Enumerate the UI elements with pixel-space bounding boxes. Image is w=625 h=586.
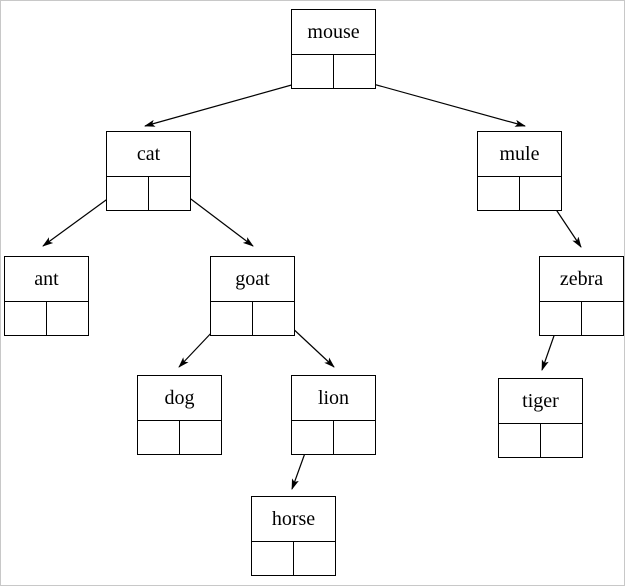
node-label-goat: goat (211, 257, 294, 302)
left-pointer-cell-zebra[interactable] (540, 302, 582, 335)
node-pointers-mouse (292, 55, 375, 88)
node-label-mule: mule (478, 132, 561, 177)
tree-node-tiger[interactable]: tiger (498, 378, 583, 458)
tree-node-mule[interactable]: mule (477, 131, 562, 211)
edge-mouse-right-to-mule (354, 78, 526, 127)
tree-node-cat[interactable]: cat (106, 131, 191, 211)
left-pointer-cell-tiger[interactable] (499, 424, 541, 457)
right-pointer-cell-zebra[interactable] (582, 302, 623, 335)
tree-node-horse[interactable]: horse (251, 496, 336, 576)
right-pointer-cell-goat[interactable] (253, 302, 294, 335)
left-pointer-cell-horse[interactable] (252, 542, 294, 575)
tree-node-mouse[interactable]: mouse (291, 9, 376, 89)
right-pointer-cell-mouse[interactable] (334, 55, 375, 88)
node-label-mouse: mouse (292, 10, 375, 55)
right-pointer-cell-ant[interactable] (47, 302, 88, 335)
left-pointer-cell-ant[interactable] (5, 302, 47, 335)
node-label-dog: dog (138, 376, 221, 421)
edge-mouse-left-to-cat (144, 78, 314, 127)
left-pointer-cell-lion[interactable] (292, 421, 334, 454)
right-pointer-cell-horse[interactable] (294, 542, 335, 575)
left-pointer-cell-cat[interactable] (107, 177, 149, 210)
node-pointers-cat (107, 177, 190, 210)
left-pointer-cell-dog[interactable] (138, 421, 180, 454)
right-pointer-cell-mule[interactable] (520, 177, 561, 210)
left-pointer-cell-mule[interactable] (478, 177, 520, 210)
node-label-lion: lion (292, 376, 375, 421)
node-pointers-ant (5, 302, 88, 335)
tree-node-dog[interactable]: dog (137, 375, 222, 455)
right-pointer-cell-cat[interactable] (149, 177, 190, 210)
node-pointers-horse (252, 542, 335, 575)
node-pointers-dog (138, 421, 221, 454)
node-pointers-lion (292, 421, 375, 454)
left-pointer-cell-goat[interactable] (211, 302, 253, 335)
right-pointer-cell-tiger[interactable] (541, 424, 582, 457)
node-label-tiger: tiger (499, 379, 582, 424)
right-pointer-cell-dog[interactable] (180, 421, 221, 454)
node-label-zebra: zebra (540, 257, 623, 302)
tree-node-goat[interactable]: goat (210, 256, 295, 336)
node-label-cat: cat (107, 132, 190, 177)
right-pointer-cell-lion[interactable] (334, 421, 375, 454)
node-label-ant: ant (5, 257, 88, 302)
node-pointers-mule (478, 177, 561, 210)
tree-node-zebra[interactable]: zebra (539, 256, 624, 336)
tree-node-ant[interactable]: ant (4, 256, 89, 336)
tree-node-lion[interactable]: lion (291, 375, 376, 455)
node-label-horse: horse (252, 497, 335, 542)
node-pointers-zebra (540, 302, 623, 335)
left-pointer-cell-mouse[interactable] (292, 55, 334, 88)
node-pointers-goat (211, 302, 294, 335)
node-pointers-tiger (499, 424, 582, 457)
